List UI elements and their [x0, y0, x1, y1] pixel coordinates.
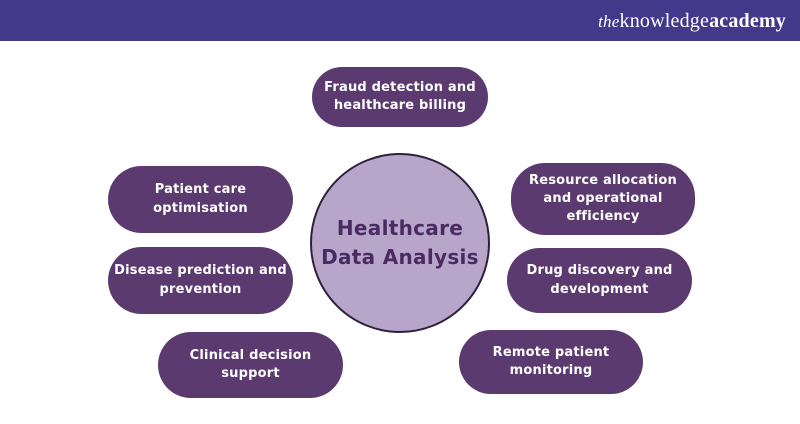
node-disease-prediction: Disease prediction and prevention: [108, 247, 293, 314]
node-label: Resource allocation and operational effi…: [529, 172, 677, 225]
node-label: Clinical decision support: [189, 347, 312, 381]
node-drug-discovery: Drug discovery and development: [507, 248, 692, 313]
node-resource-allocation: Resource allocation and operational effi…: [511, 163, 695, 235]
node-label: Disease prediction and prevention: [114, 263, 287, 297]
center-circle: Healthcare Data Analysis: [310, 153, 490, 333]
node-clinical-decision-support: Clinical decision support: [158, 332, 343, 398]
node-label: Patient care optimisation: [153, 182, 248, 216]
logo-the: the: [598, 11, 620, 31]
header-bar: theknowledgeacademy: [0, 0, 800, 41]
node-patient-care-optimisation: Patient care optimisation: [108, 166, 293, 233]
node-label: Remote patient monitoring: [492, 344, 610, 378]
node-label: Drug discovery and development: [526, 263, 673, 297]
center-title: Healthcare Data Analysis: [321, 216, 479, 269]
logo-knowledge: knowledge: [619, 9, 710, 32]
brand-logo: theknowledgeacademy: [598, 11, 786, 31]
node-remote-patient-monitoring: Remote patient monitoring: [459, 330, 643, 394]
logo-academy: academy: [709, 9, 786, 32]
node-label: Fraud detection and healthcare billing: [324, 79, 476, 113]
node-fraud-detection-billing: Fraud detection and healthcare billing: [312, 67, 488, 127]
